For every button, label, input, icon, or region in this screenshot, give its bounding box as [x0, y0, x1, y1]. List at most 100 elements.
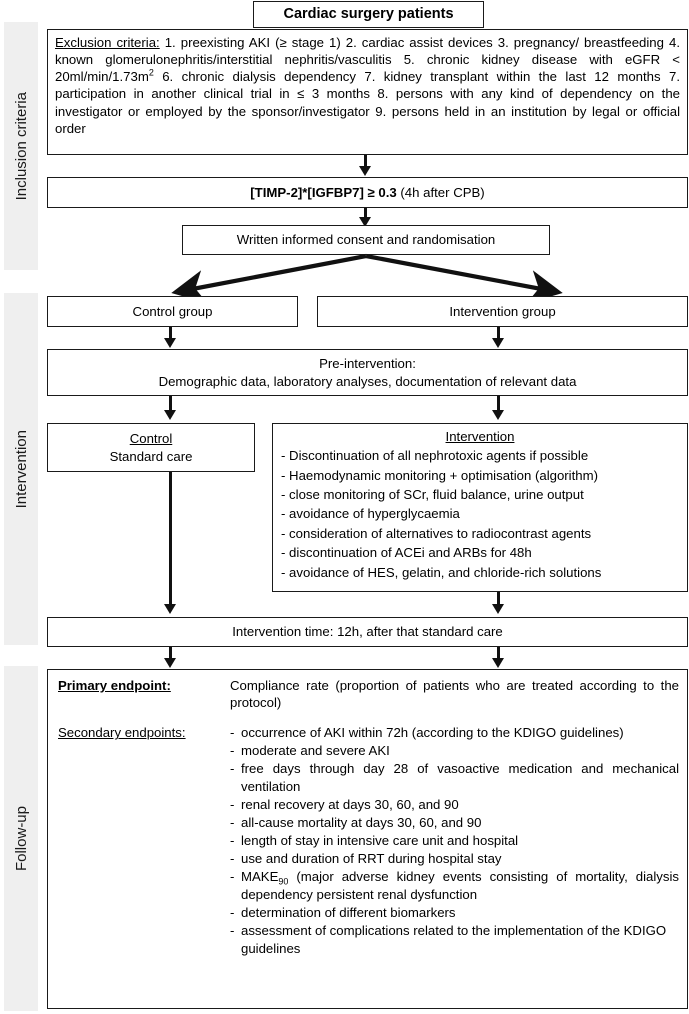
secondary-endpoint-item: - determination of different biomarkers — [230, 904, 679, 922]
list-dash: - — [230, 868, 235, 884]
secondary-endpoint-text: MAKE90 (major adverse kidney events cons… — [241, 868, 679, 904]
phase-band-followup: Follow-up — [4, 666, 38, 1011]
control-arm-heading: Control — [129, 430, 173, 446]
list-dash: - — [230, 850, 235, 866]
node-title-label: Cardiac surgery patients — [283, 6, 454, 23]
list-dash: - — [230, 833, 235, 849]
arrowhead-exclusion-to-biomarker — [359, 166, 371, 176]
arrowhead-pre-to-control-arm — [164, 410, 176, 420]
arrowhead-intervention-arm-to-time — [492, 604, 504, 614]
secondary-endpoint-text: moderate and severe AKI — [241, 743, 390, 759]
arrowhead-intervention-group-to-pre — [492, 338, 504, 348]
make90-suffix: (major adverse kidney events consisting … — [241, 868, 679, 902]
connector-pre-to-intervention-arm — [497, 396, 500, 413]
arrowhead-control-arm-to-time — [164, 604, 176, 614]
secondary-endpoint-item: - length of stay in intensive care unit … — [230, 832, 679, 850]
arrowhead-pre-to-intervention-arm — [492, 410, 504, 420]
endpoints-spacer — [58, 711, 679, 724]
node-cardiac-surgery-patients: Cardiac surgery patients — [253, 1, 484, 28]
pre-intervention-line1: Pre-intervention: — [319, 355, 416, 371]
node-consent-randomisation: Written informed consent and randomisati… — [182, 225, 550, 255]
list-dash: - — [230, 725, 235, 741]
secondary-endpoint-item: - assessment of complications related to… — [230, 922, 679, 958]
secondary-endpoint-label: Secondary endpoints: — [58, 725, 186, 741]
intervention-arm-item: - Discontinuation of all nephrotoxic age… — [281, 448, 589, 464]
secondary-endpoint-item: - free days through day 28 of vasoactive… — [230, 760, 679, 796]
secondary-endpoint-item: - moderate and severe AKI — [230, 742, 679, 760]
exclusion-text-part1: 1. preexisting AKI (≥ stage 1) 2. cardia… — [55, 35, 680, 85]
arrowhead-biomarker-to-consent — [359, 217, 371, 227]
node-endpoints: Primary endpoint: Compliance rate (propo… — [47, 669, 688, 1009]
primary-endpoint-label: Primary endpoint: — [58, 678, 171, 693]
connector-intervention-group-to-pre — [497, 327, 500, 341]
node-control-group: Control group — [47, 296, 298, 327]
make90-subscript: 90 — [278, 876, 289, 887]
exclusion-text-part2: 6. chronic dialysis dependency 7. kidney… — [55, 69, 680, 136]
intervention-arm-item: - consideration of alternatives to radio… — [281, 525, 592, 541]
secondary-endpoint-text: use and duration of RRT during hospital … — [241, 850, 502, 866]
intervention-arm-item: - discontinuation of ACEi and ARBs for 4… — [281, 545, 532, 561]
list-dash: - — [230, 815, 235, 831]
node-exclusion-criteria: Exclusion criteria: 1. preexisting AKI (… — [47, 29, 688, 155]
connector-control-arm-to-time — [169, 472, 172, 607]
node-control-arm: Control Standard care — [47, 423, 255, 472]
node-intervention-group: Intervention group — [317, 296, 688, 327]
phase-band-intervention: Intervention — [4, 293, 38, 645]
secondary-endpoint-text: all-cause mortality at days 30, 60, and … — [241, 815, 482, 831]
list-dash: - — [230, 922, 235, 938]
connector-control-group-to-pre — [169, 327, 172, 341]
primary-endpoint-row: Primary endpoint: Compliance rate (propo… — [58, 677, 679, 711]
connector-exclusion-to-biomarker — [364, 155, 367, 169]
intervention-arm-item: - Haemodynamic monitoring + optimisation… — [281, 467, 598, 483]
node-pre-intervention: Pre-intervention: Demographic data, labo… — [47, 349, 688, 396]
secondary-endpoint-row: Secondary endpoints: - occurrence of AKI… — [58, 724, 679, 957]
node-intervention-time: Intervention time: 12h, after that stand… — [47, 617, 688, 647]
control-group-label: Control group — [132, 303, 213, 319]
secondary-endpoint-item: - occurrence of AKI within 72h (accordin… — [230, 724, 679, 742]
exclusion-superscript: 2 — [148, 67, 154, 78]
secondary-endpoint-text: free days through day 28 of vasoactive m… — [241, 761, 679, 795]
connector-intervention-arm-to-time — [497, 592, 500, 607]
make90-prefix: MAKE — [241, 868, 279, 884]
intervention-arm-item: - close monitoring of SCr, fluid balance… — [281, 486, 584, 502]
control-arm-body: Standard care — [109, 448, 193, 464]
arrowhead-control-group-to-pre — [164, 338, 176, 348]
primary-endpoint-text: Compliance rate (proportion of patients … — [230, 678, 679, 711]
consent-label: Written informed consent and randomisati… — [236, 232, 496, 248]
arrowhead-time-to-endpoints-left — [164, 658, 176, 668]
phase-band-inclusion: Inclusion criteria — [4, 22, 38, 270]
secondary-endpoint-text: renal recovery at days 30, 60, and 90 — [241, 797, 459, 813]
connector-pre-to-control-arm — [169, 396, 172, 413]
connector-time-to-endpoints-right — [497, 647, 500, 661]
list-dash: - — [230, 797, 235, 813]
list-dash: - — [230, 904, 235, 920]
intervention-time-label: Intervention time: 12h, after that stand… — [232, 624, 503, 640]
intervention-arm-item: - avoidance of HES, gelatin, and chlorid… — [281, 564, 602, 580]
node-intervention-arm: Intervention - Discontinuation of all ne… — [272, 423, 688, 592]
arrowhead-time-to-endpoints-right — [492, 658, 504, 668]
intervention-arm-heading: Intervention — [445, 429, 515, 444]
intervention-arm-item: - avoidance of hyperglycaemia — [281, 506, 460, 522]
list-dash: - — [230, 761, 235, 777]
secondary-endpoint-text: length of stay in intensive care unit an… — [241, 833, 519, 849]
secondary-endpoint-item: - use and duration of RRT during hospita… — [230, 850, 679, 868]
phase-label-intervention: Intervention — [12, 429, 30, 509]
secondary-endpoint-text: occurrence of AKI within 72h (according … — [241, 725, 624, 741]
phase-label-inclusion: Inclusion criteria — [12, 91, 30, 201]
primary-endpoint-body: Compliance rate (proportion of patients … — [230, 677, 679, 711]
node-biomarker-threshold: [TIMP-2]*[IGFBP7] ≥ 0.3 (4h after CPB) — [47, 177, 688, 208]
list-dash: - — [230, 743, 235, 759]
biomarker-normal-text: (4h after CPB) — [396, 184, 485, 200]
phase-label-followup: Follow-up — [12, 805, 30, 872]
secondary-endpoint-item: - renal recovery at days 30, 60, and 90 — [230, 796, 679, 814]
secondary-endpoint-text: determination of different biomarkers — [241, 904, 456, 920]
secondary-endpoint-item-make90: - MAKE90 (major adverse kidney events co… — [230, 868, 679, 904]
connector-time-to-endpoints-left — [169, 647, 172, 661]
connector-biomarker-to-consent — [364, 208, 367, 220]
secondary-endpoint-body: - occurrence of AKI within 72h (accordin… — [230, 724, 679, 957]
exclusion-heading: Exclusion criteria: — [55, 35, 160, 50]
pre-intervention-line2: Demographic data, laboratory analyses, d… — [158, 373, 577, 389]
secondary-endpoint-item: - all-cause mortality at days 30, 60, an… — [230, 814, 679, 832]
secondary-endpoint-text: assessment of complications related to t… — [241, 922, 667, 956]
